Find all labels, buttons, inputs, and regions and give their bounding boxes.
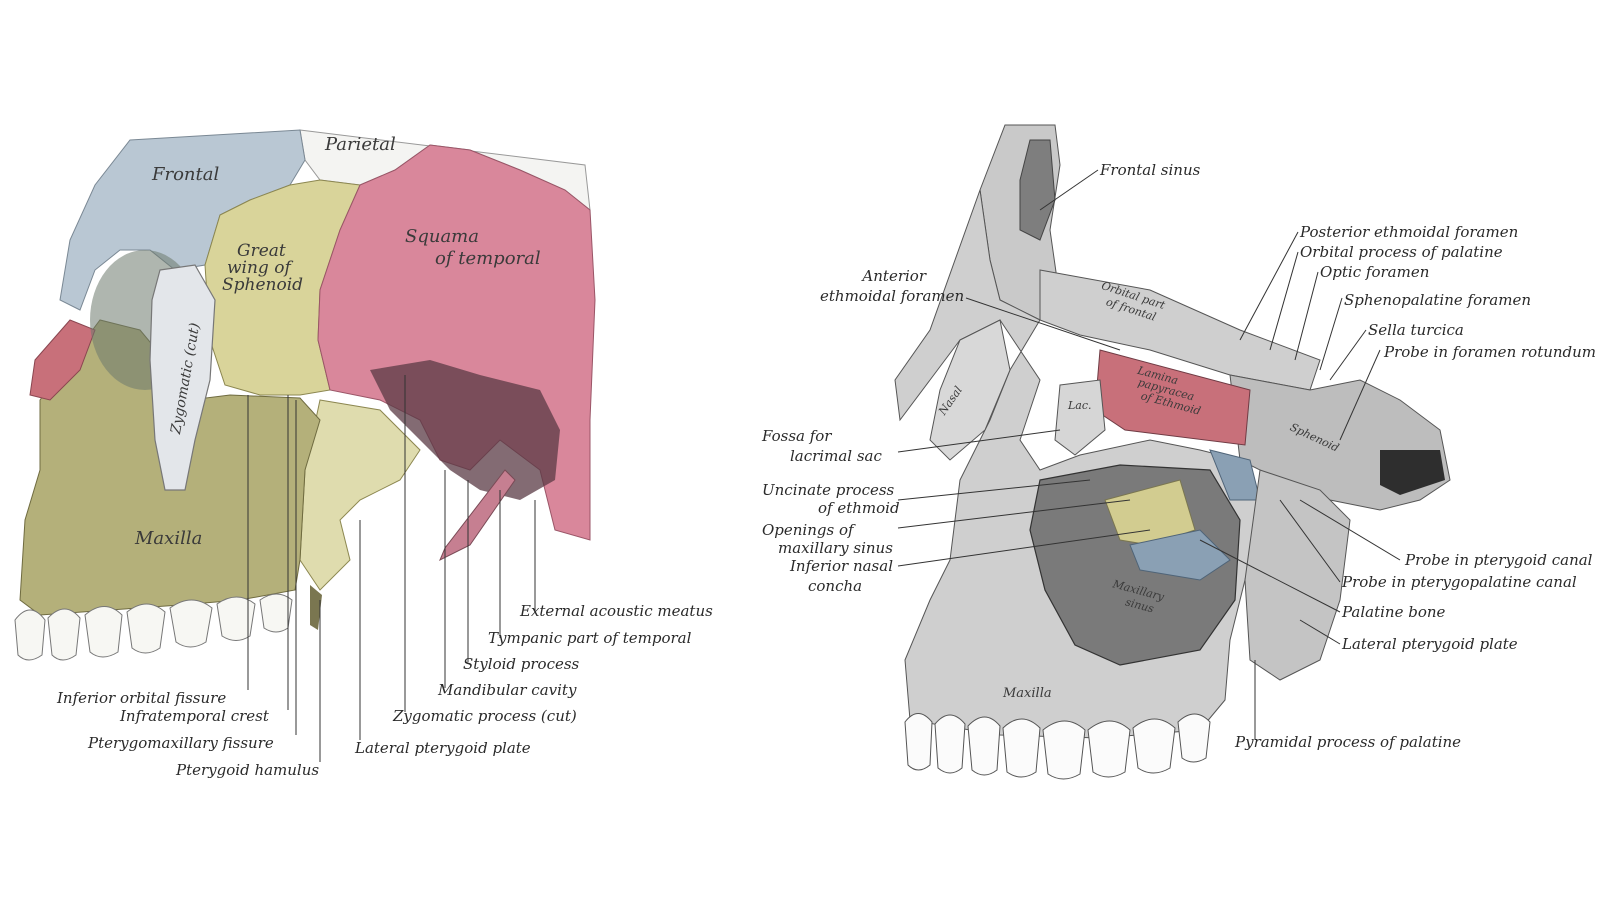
sella-probe-dark	[1380, 450, 1445, 495]
callout-frontal-sinus: Frontal sinus	[1100, 161, 1201, 179]
lacrimal-bone-shape	[1054, 379, 1106, 456]
label-maxilla-left: Maxilla	[135, 528, 203, 549]
callout-posterior-ethmoidal-foramen: Posterior ethmoidal foramen	[1300, 223, 1519, 241]
callout-external-acoustic-meatus: External acoustic meatus	[520, 602, 713, 620]
callout-lateral-pterygoid-plate-right: Lateral pterygoid plate	[1342, 635, 1518, 653]
callout-orbital-process-palatine: Orbital process of palatine	[1300, 243, 1503, 261]
right-skull-medial-view	[894, 124, 1451, 780]
callout-pyramidal-process: Pyramidal process of palatine	[1235, 733, 1462, 751]
callout-inferior-concha-1: Inferior nasal	[790, 557, 893, 575]
upper-teeth-right	[904, 713, 1211, 780]
maxilla-right-bone	[894, 189, 1261, 739]
label-great-wing-2: wing of	[227, 258, 291, 278]
frontal-sinus-shape	[1019, 139, 1056, 241]
callout-anterior-ethmoidal-1: Anterior	[862, 267, 926, 285]
callout-inferior-concha-2: concha	[808, 577, 863, 595]
callout-mandibular-cavity: Mandibular cavity	[438, 681, 577, 699]
callout-fossa-lacrimal-2: lacrimal sac	[790, 447, 882, 465]
callout-uncinate-2: of ethmoid	[818, 499, 900, 517]
nasal-bone-red	[29, 319, 96, 401]
left-leader-lines	[247, 375, 536, 762]
callout-optic-foramen: Optic foramen	[1320, 263, 1430, 281]
callout-lateral-pterygoid-plate-left: Lateral pterygoid plate	[355, 739, 531, 757]
pterygoid-hamulus-shape	[310, 585, 322, 630]
label-great-wing-1: Great	[237, 241, 286, 261]
label-great-wing-3: Sphenoid	[222, 275, 304, 295]
upper-teeth-left	[14, 593, 293, 661]
nasal-bone-right	[929, 319, 1011, 461]
callout-uncinate-1: Uncinate process	[762, 481, 895, 499]
callout-tympanic-part: Tympanic part of temporal	[488, 629, 692, 647]
callout-pterygomaxillary-fissure: Pterygomaxillary fissure	[88, 734, 274, 752]
zygomatic-bone-cut	[149, 264, 216, 491]
callout-infratemporal-crest: Infratemporal crest	[120, 707, 269, 725]
callout-sella-turcica: Sella turcica	[1368, 321, 1464, 339]
styloid-process-shape	[439, 469, 516, 562]
callout-fossa-lacrimal-1: Fossa for	[762, 427, 832, 445]
callout-sphenopalatine-foramen: Sphenopalatine foramen	[1344, 291, 1531, 309]
callout-anterior-ethmoidal-2: ethmoidal foramen	[820, 287, 965, 305]
callout-inferior-orbital-fissure: Inferior orbital fissure	[57, 689, 227, 707]
label-frontal: Frontal	[152, 164, 220, 185]
lateral-pterygoid-plate-right	[1244, 469, 1351, 681]
callout-openings-2: maxillary sinus	[778, 539, 893, 557]
label-squama-1: Squama	[405, 226, 479, 247]
callout-palatine-bone: Palatine bone	[1342, 603, 1446, 621]
callout-probe-pterygopalatine-canal: Probe in pterygopalatine canal	[1342, 573, 1577, 591]
callout-probe-pterygoid-canal: Probe in pterygoid canal	[1405, 551, 1593, 569]
mandibular-cavity-region	[370, 360, 560, 500]
label-parietal: Parietal	[325, 134, 396, 155]
callout-openings-1: Openings of	[762, 521, 854, 539]
callout-pterygoid-hamulus: Pterygoid hamulus	[176, 761, 320, 779]
left-skull-lateral-view	[14, 129, 596, 661]
callout-styloid-process: Styloid process	[463, 655, 580, 673]
label-lacrimal: Lac.	[1068, 399, 1092, 412]
label-squama-2: of temporal	[435, 248, 541, 269]
right-leader-lines	[897, 169, 1401, 740]
label-maxilla-right: Maxilla	[1003, 686, 1052, 701]
callout-probe-foramen-rotundum: Probe in foramen rotundum	[1384, 343, 1597, 361]
callout-zygomatic-process: Zygomatic process (cut)	[393, 707, 577, 725]
